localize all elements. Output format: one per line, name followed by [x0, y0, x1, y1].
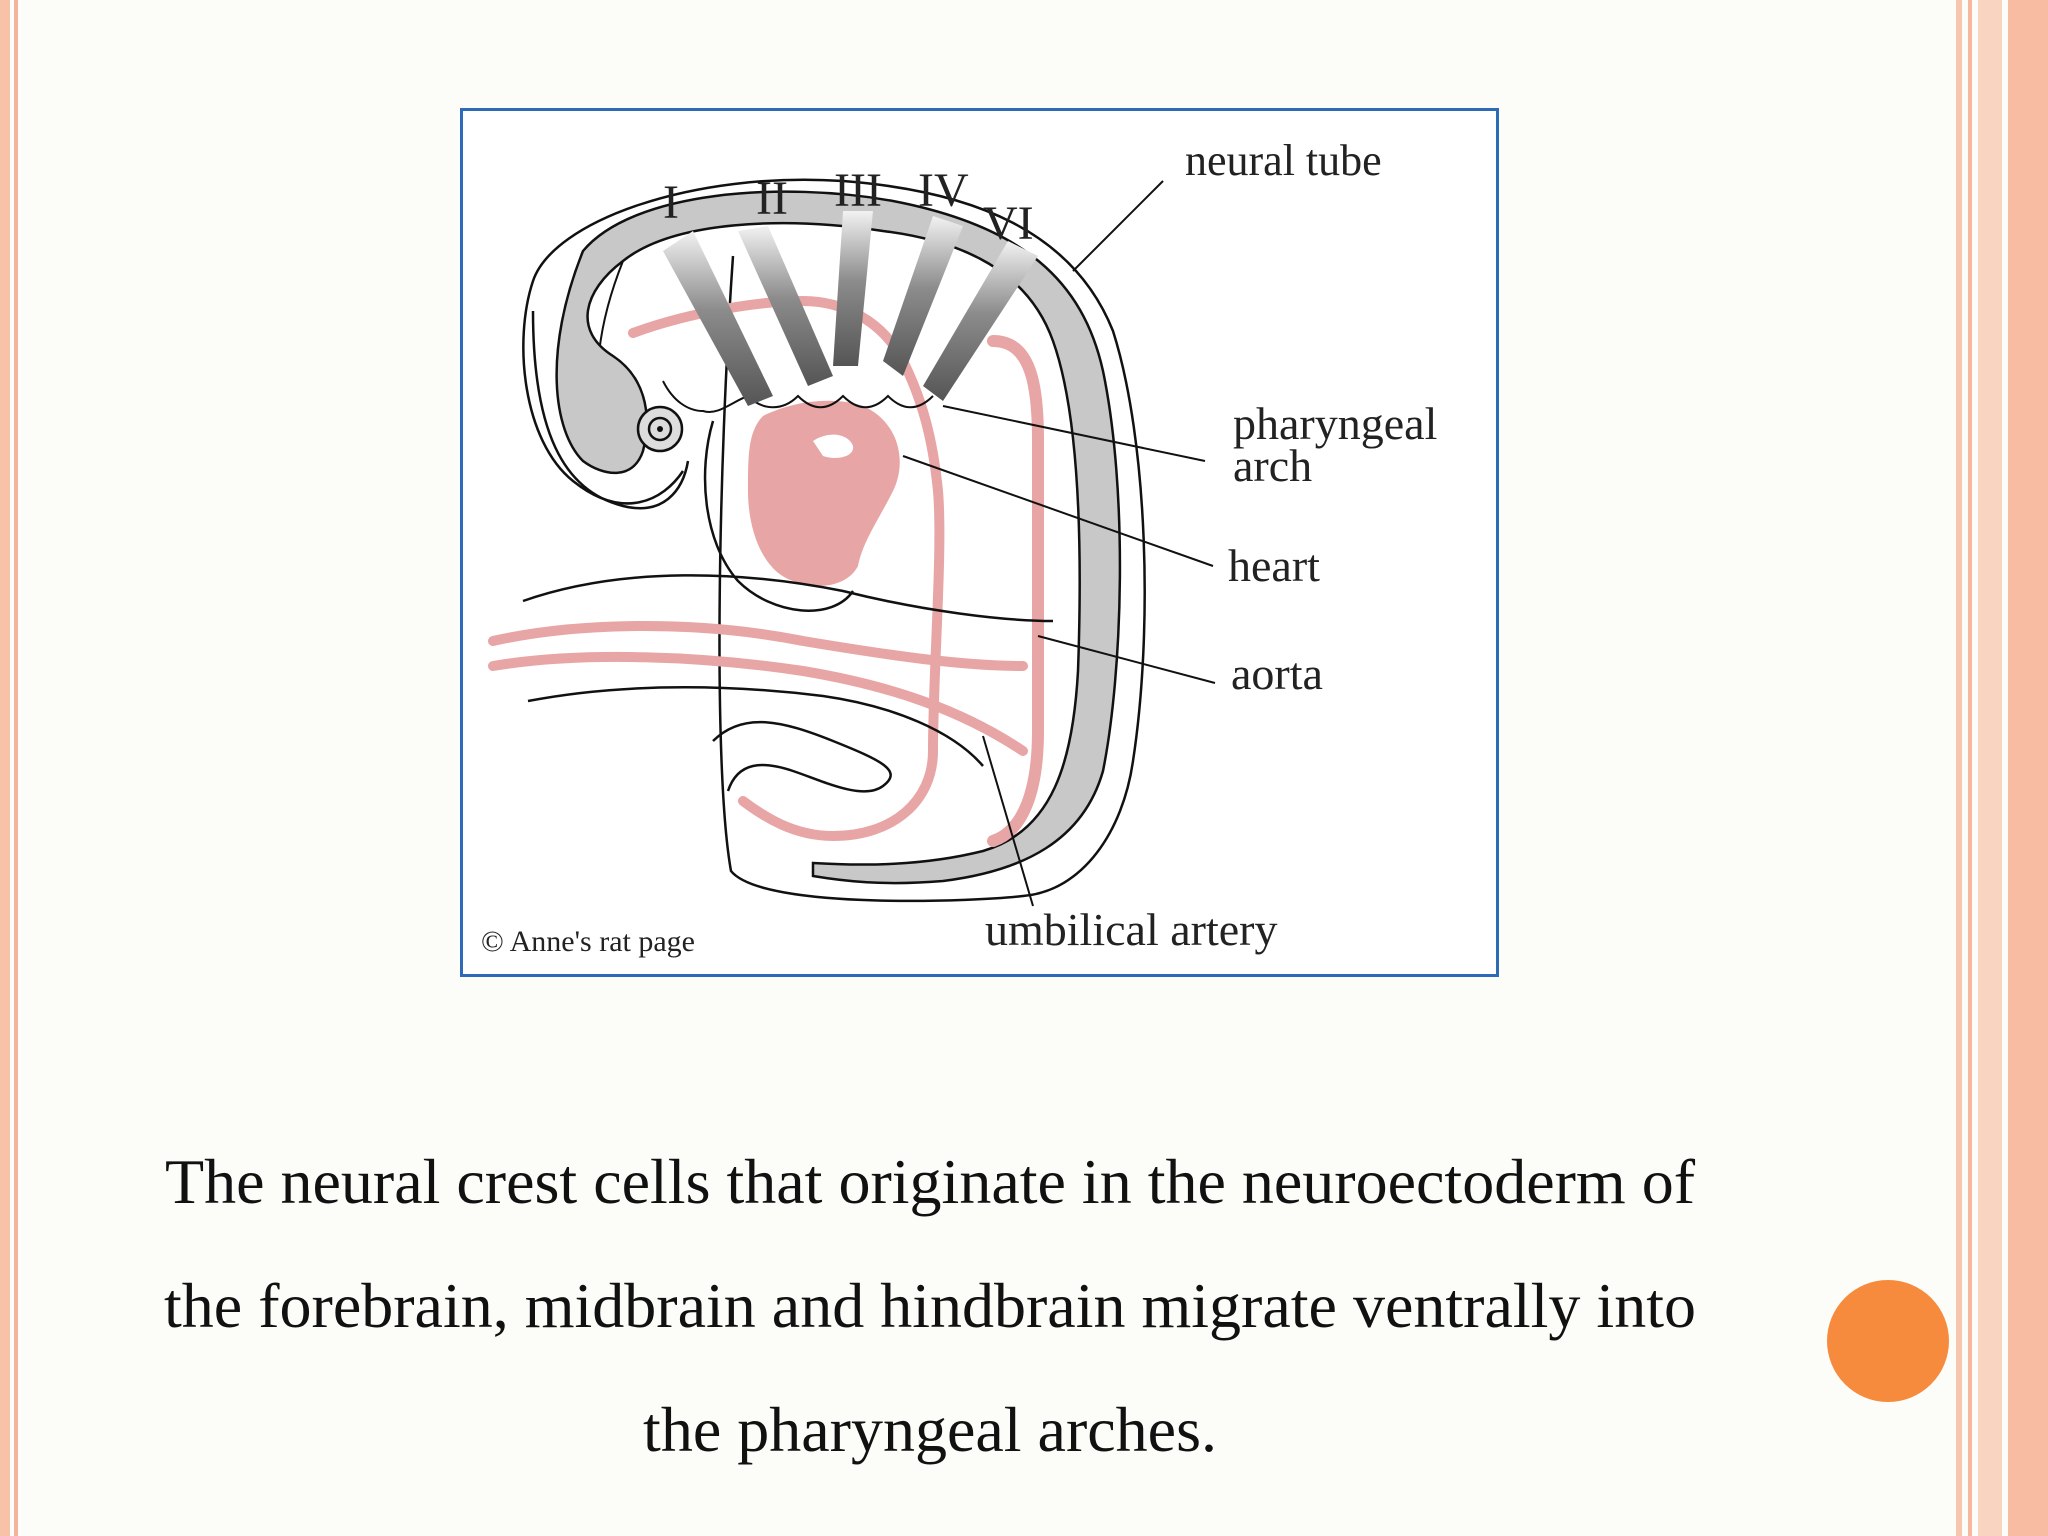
heart-cavity-outline	[703, 420, 855, 612]
heart-shape	[748, 400, 900, 586]
caption: The neural crest cells that originate in…	[90, 1120, 1770, 1492]
caption-line-3: the pharyngeal arches.	[643, 1394, 1217, 1465]
leader-heart	[902, 455, 1214, 567]
yolk-outline-lower	[527, 686, 984, 767]
head-outline	[531, 310, 690, 510]
left-border-stripe-thin	[14, 0, 18, 1536]
pharyngeal-arch-outline	[662, 380, 934, 413]
label-arch: arch	[1233, 440, 1312, 491]
migration-arrow-II	[738, 226, 833, 386]
label-neural-tube: neural tube	[1185, 136, 1382, 185]
leader-pharyngeal-arch	[942, 405, 1206, 462]
right-border-stripe	[1956, 0, 1962, 1536]
arch-numeral-I: I	[663, 176, 679, 229]
right-border-stripe	[2008, 0, 2048, 1536]
caption-line-2: the forebrain, midbrain and hindbrain mi…	[164, 1270, 1696, 1341]
label-umbilical-artery: umbilical artery	[985, 904, 1278, 955]
arch-numeral-III: III	[834, 164, 882, 217]
eye-inner	[647, 416, 673, 442]
eye-pupil	[657, 426, 663, 432]
pharyngeal-vessel	[628, 295, 945, 842]
caption-line-1: The neural crest cells that originate in…	[164, 1146, 1696, 1217]
label-aorta: aorta	[1231, 648, 1323, 699]
arch-numeral-IV: IV	[918, 164, 969, 217]
leader-neural-tube	[1072, 180, 1164, 272]
left-border-stripe	[0, 0, 10, 1536]
embryo-outline	[522, 178, 1146, 903]
right-decorative-border	[1956, 0, 2048, 1536]
umbilical-vessel-upper	[488, 621, 1028, 671]
label-heart: heart	[1228, 540, 1320, 591]
label-pharyngeal: pharyngeal	[1233, 398, 1437, 449]
arch-numeral-II: II	[756, 172, 788, 225]
migration-arrow-IV	[883, 216, 963, 376]
right-border-stripe	[1978, 0, 2002, 1536]
migration-arrow-VI	[923, 241, 1038, 401]
right-border-stripe	[1968, 0, 1972, 1536]
leader-umbilical-artery	[982, 735, 1034, 907]
orange-circle-decoration	[1827, 1280, 1949, 1402]
tail-outline	[712, 720, 892, 793]
credit-text: © Anne's rat page	[481, 925, 695, 958]
umbilical-vessel-lower	[488, 651, 1028, 756]
migration-arrow-I	[663, 231, 773, 406]
yolk-outline-upper	[522, 574, 1054, 623]
aorta-vessel	[987, 335, 1044, 847]
leader-aorta	[1037, 635, 1216, 684]
neural-tube	[555, 190, 1122, 885]
migration-arrow-III	[833, 211, 873, 366]
left-decorative-border	[0, 0, 20, 1536]
embryo-diagram: I II III IV VI neural tube pharyngeal ar…	[460, 108, 1499, 977]
heart-light-spot	[813, 434, 854, 458]
arch-numeral-VI: VI	[983, 197, 1034, 250]
